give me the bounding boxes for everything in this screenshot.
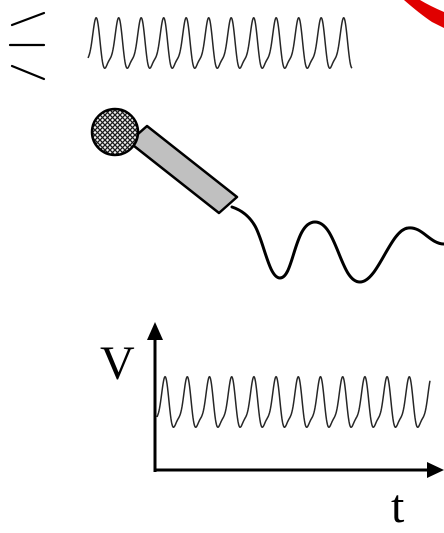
- x-axis-arrowhead: [427, 462, 444, 478]
- y-axis-label: V: [100, 337, 135, 390]
- microphone-handle: [127, 124, 239, 215]
- microphone-head: [90, 107, 140, 157]
- sound-lines-icon: [8, 11, 46, 81]
- voltage-wave: [156, 375, 431, 429]
- y-axis-arrowhead: [147, 322, 163, 340]
- graph-axes: [153, 338, 430, 472]
- microphone-icon: [90, 107, 444, 284]
- red-corner-mark: [404, 0, 444, 28]
- sound-wave: [87, 17, 353, 69]
- x-axis-label: t: [391, 480, 405, 533]
- microphone-cable: [230, 205, 444, 284]
